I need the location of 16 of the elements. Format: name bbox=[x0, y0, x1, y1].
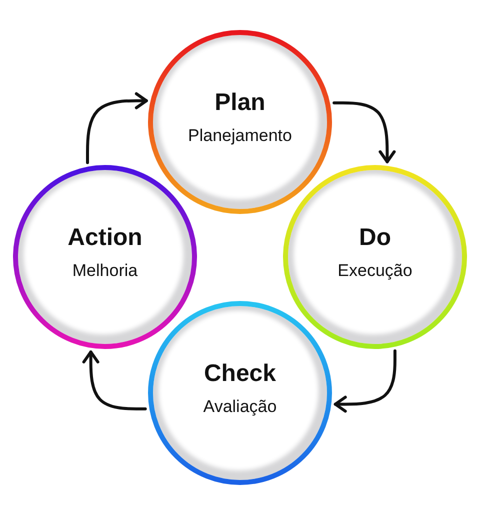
stage-title: Check bbox=[204, 360, 276, 388]
stage-circle bbox=[148, 30, 332, 214]
curved-arrow bbox=[334, 349, 396, 413]
stage-title: Plan bbox=[214, 89, 266, 117]
stage-circle bbox=[13, 165, 197, 349]
stage-title: Action bbox=[68, 224, 142, 252]
stage-subtitle: Execução bbox=[338, 260, 412, 282]
stage-title: Do bbox=[359, 224, 391, 252]
curved-arrow bbox=[86, 92, 148, 164]
stage-subtitle: Planejamento bbox=[188, 125, 292, 147]
stage-subtitle: Avaliação bbox=[203, 396, 277, 418]
curved-arrow bbox=[332, 101, 396, 164]
stage-circle bbox=[148, 301, 332, 485]
stage-circle bbox=[283, 165, 467, 349]
stage-subtitle: Melhoria bbox=[72, 260, 138, 282]
curved-arrow bbox=[82, 350, 147, 410]
